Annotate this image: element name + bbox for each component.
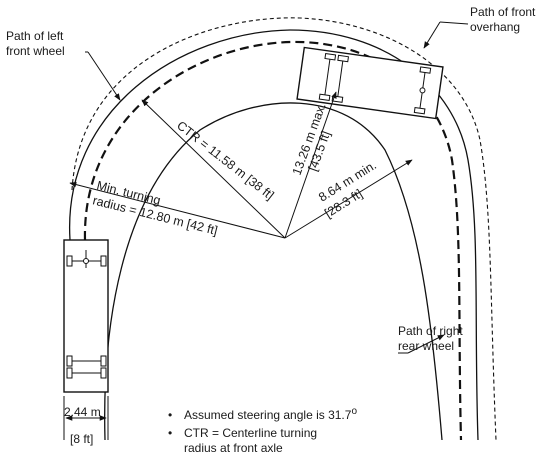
centerline-path (83, 40, 463, 441)
leader-lines (85, 21, 469, 354)
label-left-wheel-2: front wheel (6, 44, 65, 58)
label-width-1: 2.44 m (64, 405, 101, 419)
label-width-2: [8 ft] (70, 432, 93, 446)
radius-lines (69, 91, 413, 239)
note-bullet-1: • (168, 408, 172, 422)
note-bullet-2: • (168, 426, 172, 440)
note-steering-degree: o (351, 406, 357, 417)
label-left-wheel-1: Path of left (6, 29, 64, 43)
right-rear-wheel-path (104, 102, 443, 441)
label-right-rear-1: Path of right (398, 324, 463, 338)
note-ctr-1: CTR = Centerline turning (184, 426, 317, 440)
label-front-overhang-1: Path of front (470, 5, 536, 19)
right-vehicle (296, 46, 444, 120)
notes: • Assumed steering angle is 31.7o • CTR … (168, 406, 357, 455)
note-steering: Assumed steering angle is 31.7o (184, 406, 357, 422)
left-front-wheel-path (69, 29, 479, 441)
left-vehicle (63, 239, 109, 393)
label-front-overhang-2: overhang (470, 20, 520, 34)
note-ctr-2: radius at front axle (184, 441, 283, 455)
width-dimension (63, 396, 109, 440)
note-steering-text: Assumed steering angle is 31.7 (184, 408, 352, 422)
label-right-rear-2: rear wheel (398, 339, 454, 353)
label-ctr: CTR = 11.58 m [38 ft] (174, 118, 276, 202)
front-overhang-path (71, 17, 497, 441)
